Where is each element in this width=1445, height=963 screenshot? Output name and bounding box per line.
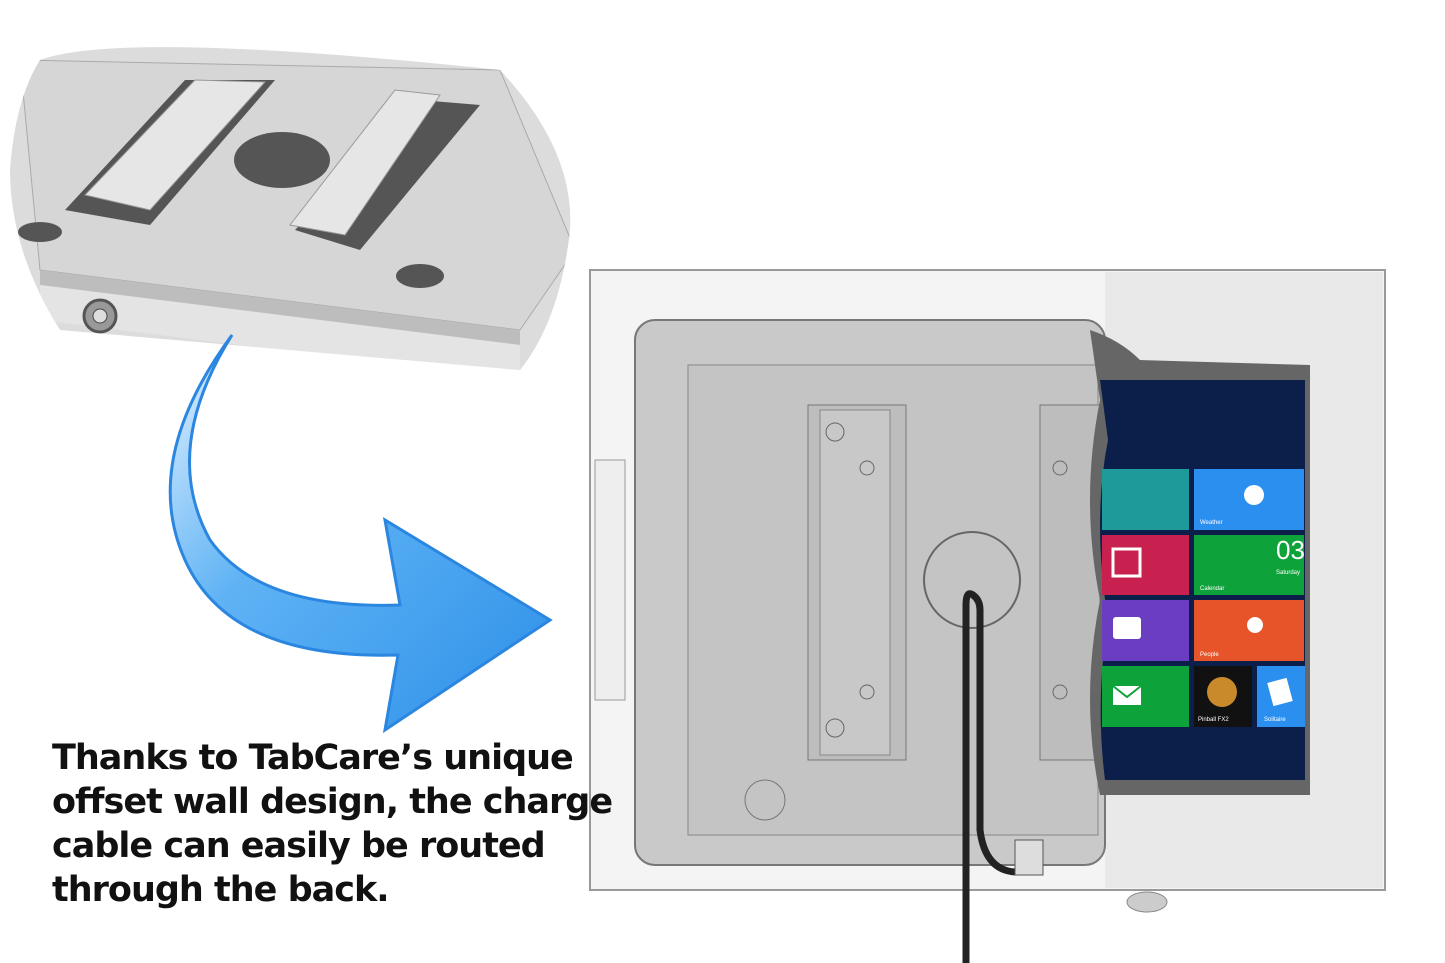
weather-label: Weather — [1200, 520, 1223, 526]
calendar-day: Saturday — [1276, 570, 1301, 576]
routing-arrow — [168, 334, 553, 734]
charge-cable — [962, 590, 1016, 963]
cable-connector — [1014, 839, 1044, 876]
tablet-screen — [1100, 380, 1305, 780]
photo-icon — [1111, 547, 1142, 578]
caption: Thanks to TabCare’s unique offset wall d… — [52, 736, 613, 912]
tile-calendar[interactable] — [1194, 535, 1304, 595]
mounting-plate-closeup — [10, 47, 571, 371]
calendar-date: 03 — [1276, 535, 1305, 565]
solitaire-label: Solitaire — [1264, 717, 1286, 723]
sun-icon — [1244, 485, 1264, 505]
tile-people[interactable] — [1194, 600, 1304, 661]
tile-photos[interactable] — [1102, 535, 1189, 595]
people-label: People — [1200, 652, 1219, 658]
caption-line: through the back. — [52, 870, 390, 910]
caption-line: cable can easily be routed — [52, 826, 546, 866]
people-icon — [1247, 617, 1263, 633]
pinball-label: Pinball FX2 — [1198, 717, 1229, 723]
calendar-label: Calendar — [1200, 586, 1225, 592]
chat-icon — [1113, 617, 1141, 639]
tile-store[interactable] — [1102, 469, 1189, 530]
caption-line: offset wall design, the charge — [52, 782, 613, 822]
caption-line: Thanks to TabCare’s unique — [52, 738, 574, 778]
